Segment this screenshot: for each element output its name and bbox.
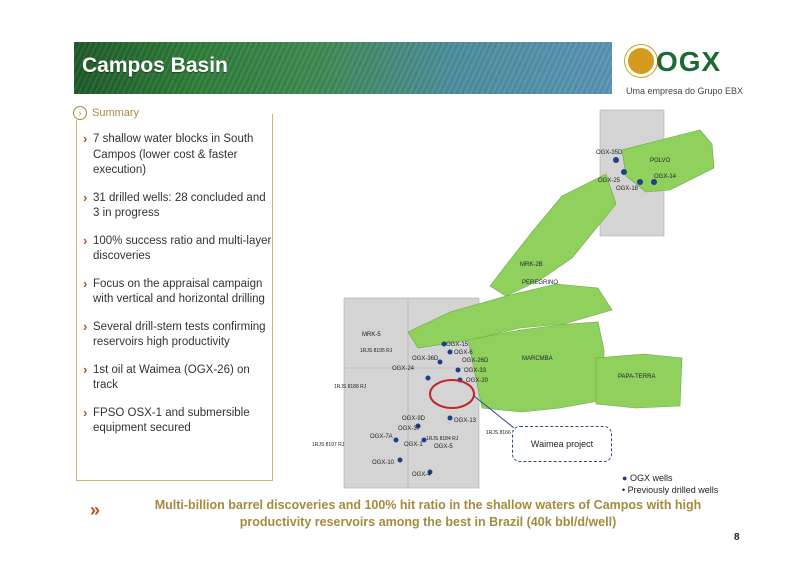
well-marker (447, 349, 453, 355)
double-chevron-icon: » (90, 500, 101, 520)
legend-label: OGX wells (629, 473, 673, 483)
dot-icon: • (622, 485, 626, 495)
block-label: 1RJS 8184 RJ (426, 436, 459, 442)
field-label: POLVO (650, 158, 671, 164)
block-label: 1RJS 8166 RJ (486, 430, 519, 436)
legend-label: Previously drilled wells (627, 485, 719, 495)
well-label: OGX-9D (402, 416, 426, 422)
field-papa-terra (595, 353, 683, 409)
field-label: MARCMBA (522, 356, 553, 362)
well-label: OGX-25 (598, 178, 621, 184)
block-label: MRK-5 (362, 332, 381, 338)
summary-item: 7 shallow water blocks in South Campos (… (83, 131, 272, 179)
well-marker (437, 359, 443, 365)
well-marker (425, 375, 431, 381)
summary-header: › Summary (73, 106, 146, 120)
banner-texture (74, 42, 612, 94)
well-label: OGX-36D (412, 356, 439, 362)
waimea-highlight (429, 379, 475, 409)
summary-item: 31 drilled wells: 28 concluded and 3 in … (83, 190, 272, 222)
well-label: OGX-1 (404, 442, 423, 448)
well-marker (455, 367, 461, 373)
well-label: OGX-37 (398, 426, 421, 432)
page-title: Campos Basin (82, 54, 228, 77)
legend-item: • Previously drilled wells (622, 484, 718, 496)
well-label: OGX-33 (464, 368, 487, 374)
well-marker (621, 169, 627, 175)
map-legend: ● OGX wells • Previously drilled wells (622, 472, 718, 496)
well-label: OGX-13 (454, 418, 477, 424)
well-marker (637, 179, 643, 185)
page-number: 8 (734, 532, 740, 543)
field-peregrino (407, 283, 613, 349)
well-marker (651, 179, 657, 185)
well-marker (427, 469, 433, 475)
waimea-callout: Waimea project (512, 426, 612, 462)
well-label: OGX-24 (392, 366, 415, 372)
campos-basin-map: POLVO MRK-2B PEREGRINO MARCMBA PAPA-TERR… (312, 109, 715, 489)
well-label: OGX-4 (412, 472, 431, 478)
well-marker (613, 157, 619, 163)
legend-item: ● OGX wells (622, 472, 718, 484)
well-label: OGX-35D (596, 150, 623, 156)
summary-list: 7 shallow water blocks in South Campos (… (77, 114, 272, 437)
well-marker (421, 437, 427, 443)
block-label: 1RJS 8195 RJ (360, 348, 393, 354)
sun-icon (628, 48, 654, 74)
well-label: OGX-7A (370, 434, 393, 440)
block-label: 1RJS 8197 RJ (312, 442, 345, 448)
summary-item: 1st oil at Waimea (OGX-26) on track (83, 362, 272, 394)
summary-title: Summary (92, 107, 140, 119)
well-marker (415, 423, 421, 429)
summary-item: FPSO OSX-1 and submersible equipment sec… (83, 405, 272, 437)
well-label: OGX-20 (466, 378, 489, 384)
chevron-right-icon: › (73, 106, 87, 120)
summary-panel: › Summary 7 shallow water blocks in Sout… (73, 106, 273, 481)
logo-tagline: Uma empresa do Grupo EBX (626, 86, 744, 96)
well-label: OGX-18 (616, 186, 639, 192)
field-label: MRK-2B (520, 262, 543, 268)
well-label: OGX-26D (462, 358, 489, 364)
well-marker (397, 457, 403, 463)
block-label: 1RJS 8188 RJ (334, 384, 367, 390)
title-banner: Campos Basin (74, 42, 612, 94)
field-polvo (621, 129, 715, 193)
summary-item: Focus on the appraisal campaign with ver… (83, 276, 272, 308)
summary-item: 100% success ratio and multi-layer disco… (83, 233, 272, 265)
well-label: OGX-5 (434, 444, 453, 450)
well-label: OGX-15 (446, 342, 469, 348)
logo-text: OGX (656, 46, 722, 77)
well-label: OGX-14 (654, 174, 677, 180)
well-label: OGX-6 (454, 350, 473, 356)
well-marker (441, 341, 447, 347)
well-marker (447, 415, 453, 421)
summary-item: Several drill-stem tests confirming rese… (83, 319, 272, 351)
footer-statement: Multi-billion barrel discoveries and 100… (154, 498, 702, 529)
field-label: PEREGRINO (522, 280, 558, 286)
field-mrk2b (489, 173, 617, 297)
well-label: OGX-10 (372, 460, 395, 466)
ogx-logo: OGX Uma empresa do Grupo EBX (622, 44, 743, 104)
well-marker (393, 437, 399, 443)
water-drop-icon: ● (622, 473, 628, 483)
callout-leader (473, 395, 515, 429)
field-label: PAPA-TERRA (618, 374, 655, 380)
